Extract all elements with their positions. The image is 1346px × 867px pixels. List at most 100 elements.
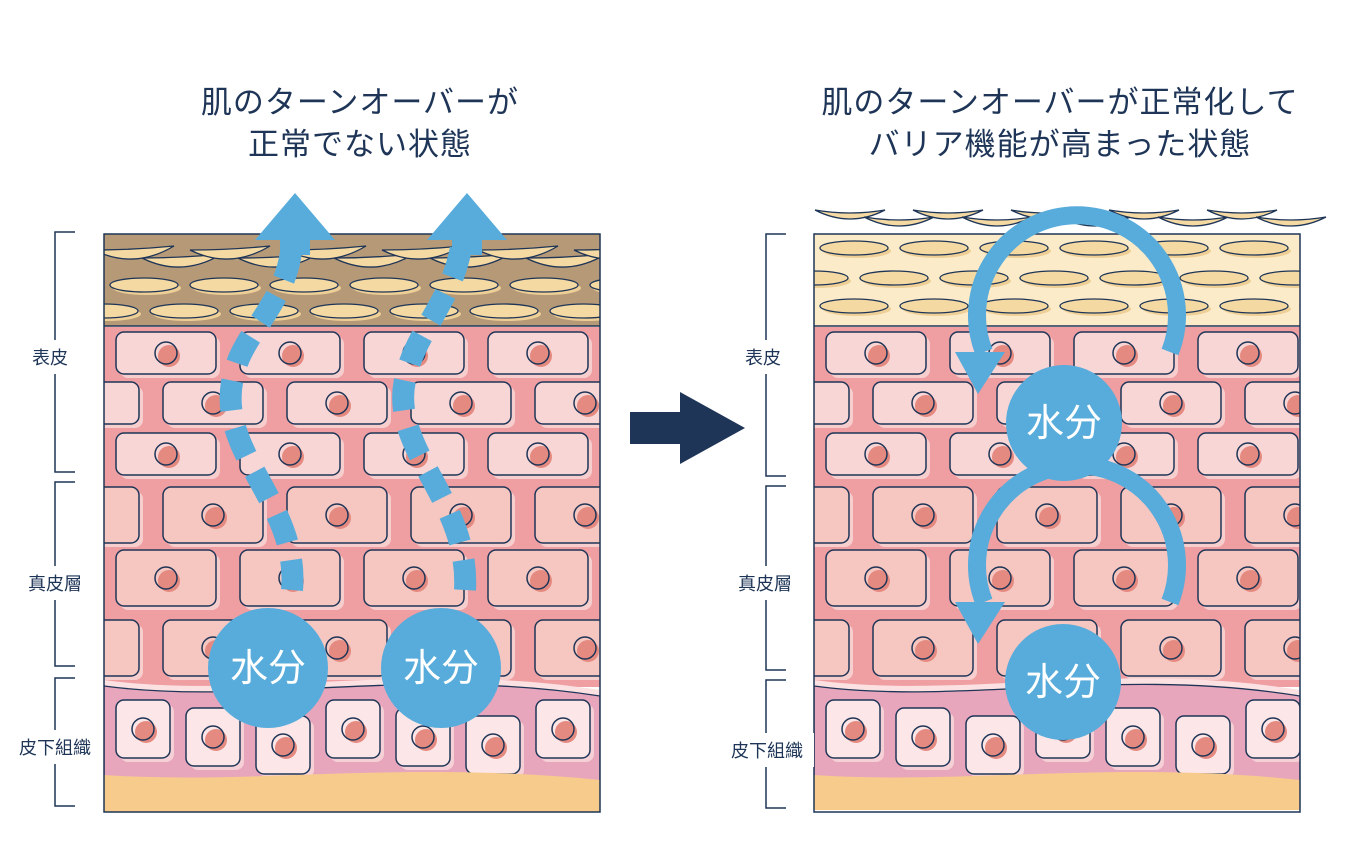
surface-flake <box>1157 216 1229 227</box>
cell-nucleus <box>791 395 813 417</box>
subcutaneous-cell <box>115 699 174 762</box>
skin-cell <box>612 550 716 610</box>
skin-cell <box>162 381 267 428</box>
skin-cell <box>239 331 344 378</box>
cell-nucleus <box>415 729 437 751</box>
cell-nucleus <box>1240 446 1262 468</box>
horny-cell <box>1059 298 1129 314</box>
dry-flake <box>104 245 175 260</box>
dry-flake <box>573 248 600 259</box>
right-label-epidermis: 表皮 <box>743 340 783 374</box>
subcutaneous-cell <box>965 715 1024 778</box>
skin-cell <box>162 486 267 547</box>
arrow-right-icon <box>630 392 745 464</box>
skin-cell <box>1197 549 1300 610</box>
horny-cell-shadow <box>743 244 811 258</box>
horny-cell <box>309 303 379 319</box>
skin-cell <box>872 486 977 547</box>
subcutaneous-cell <box>895 707 954 770</box>
cell-nucleus <box>282 446 304 468</box>
cell-nucleus <box>530 345 552 367</box>
surface-flake <box>1255 216 1327 227</box>
arrow-up-icon <box>255 193 335 255</box>
subcutaneous-cell <box>255 715 314 778</box>
cell-nucleus <box>81 395 103 417</box>
horny-cell <box>740 241 808 255</box>
skin-cell <box>872 619 977 680</box>
cell-nucleus <box>453 395 475 417</box>
horny-cell <box>979 298 1049 314</box>
cell-nucleus <box>992 570 1014 592</box>
skin-cell <box>1073 549 1178 610</box>
cell-nucleus <box>1240 570 1262 592</box>
dry-flake <box>525 253 600 268</box>
skin-cell <box>872 381 977 428</box>
skin-cell <box>1322 550 1346 610</box>
water-circle <box>1005 624 1121 740</box>
cell-nucleus <box>654 570 676 592</box>
skin-cell <box>104 619 143 680</box>
subcutaneous-cell <box>535 699 594 762</box>
horny-cell <box>899 240 969 256</box>
cell-nucleus <box>1116 345 1138 367</box>
cell-nucleus <box>205 507 227 529</box>
horny-cell <box>1219 298 1289 314</box>
left-title-line2: 正常でない状態 <box>248 127 472 163</box>
horny-cell <box>1179 270 1249 286</box>
skin-cell <box>1322 433 1346 479</box>
skin-cell <box>534 381 600 428</box>
water-label: 水分 <box>1026 401 1102 445</box>
panel-content <box>30 234 716 812</box>
cell-nucleus <box>485 737 507 759</box>
cell-nucleus <box>1116 570 1138 592</box>
dry-flake <box>477 245 559 260</box>
horny-cell <box>549 303 600 319</box>
skin-cell <box>104 486 143 547</box>
horny-cell <box>899 298 969 314</box>
water-circulation-top <box>955 206 1186 394</box>
cell-nucleus <box>1116 446 1138 468</box>
water-bubble-top: 水分 <box>1006 365 1122 481</box>
water-escape-path <box>392 238 477 591</box>
horny-cell <box>429 277 499 293</box>
skin-cell <box>1244 381 1300 428</box>
horny-cell <box>1299 246 1300 250</box>
cell-nucleus <box>845 721 867 743</box>
skin-cell <box>825 432 930 479</box>
surface-flake <box>863 216 935 227</box>
horny-cell <box>30 278 98 292</box>
cell-nucleus <box>158 446 180 468</box>
cell-nucleus <box>1287 395 1300 417</box>
cell-nucleus <box>915 729 937 751</box>
cell-nucleus <box>985 737 1007 759</box>
panel-content <box>700 234 1346 810</box>
subcutaneous-cell <box>1245 699 1300 762</box>
water-bubble-right: 水分 <box>381 608 501 728</box>
water-bubble-bottom: 水分 <box>1005 624 1121 740</box>
skin-cell <box>115 432 220 479</box>
cell-nucleus <box>1195 737 1217 759</box>
cell-nucleus <box>406 570 428 592</box>
arrowhead-icon <box>955 602 1005 644</box>
skin-cell <box>612 332 716 378</box>
dry-flake <box>285 245 367 260</box>
cell-nucleus <box>915 507 937 529</box>
horny-cell <box>740 299 808 313</box>
subcutaneous-cell <box>185 707 244 770</box>
cell-nucleus <box>1287 507 1300 529</box>
cell-nucleus <box>868 345 890 367</box>
water-circle <box>208 608 328 728</box>
horny-cell <box>589 279 600 291</box>
horny-cell <box>700 271 768 285</box>
skin-cell <box>1197 432 1300 479</box>
right-panel-title: 肌のターンオーバーが正常化して バリア機能が高まった状態 <box>780 82 1340 166</box>
horny-cell <box>819 240 889 256</box>
cell-nucleus <box>791 507 813 529</box>
cell-nucleus <box>1265 721 1287 743</box>
cell-nucleus <box>1039 507 1061 529</box>
horny-cell <box>1259 270 1300 286</box>
cell-nucleus <box>282 345 304 367</box>
water-circle <box>381 608 501 728</box>
skin-cell <box>487 549 592 610</box>
